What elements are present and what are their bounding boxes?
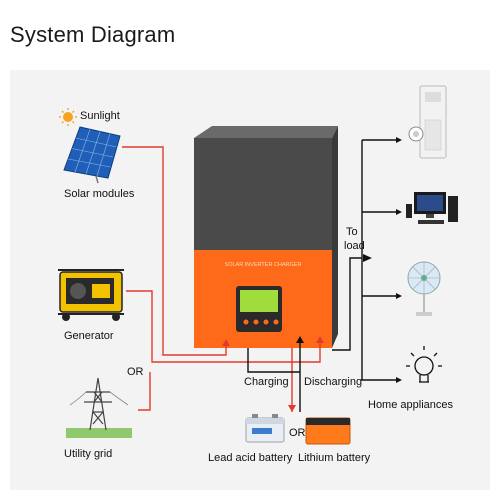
generator-label: Generator bbox=[64, 330, 114, 342]
utility-pylon-icon bbox=[66, 377, 132, 438]
sunlight-label: Sunlight bbox=[80, 110, 120, 122]
solar-modules-label: Solar modules bbox=[64, 188, 135, 200]
lead-acid-battery-label: Lead acid battery bbox=[208, 452, 293, 464]
lead-acid-battery-icon bbox=[245, 414, 285, 443]
home-appliances-label: Home appliances bbox=[368, 399, 453, 411]
utility-grid-label: Utility grid bbox=[64, 448, 113, 460]
ac-input-arrow bbox=[316, 336, 324, 343]
lithium-battery-label: Lithium battery bbox=[298, 452, 371, 464]
dc-wiring bbox=[247, 139, 400, 412]
charging-label: Charging bbox=[244, 376, 289, 388]
light-bulb-icon bbox=[406, 346, 442, 383]
sun-icon bbox=[59, 108, 77, 126]
fan-icon bbox=[407, 261, 441, 316]
lithium-battery-icon bbox=[305, 417, 351, 445]
source-or-label: OR bbox=[127, 366, 144, 378]
inverter-brand-label: SOLAR INVERTER CHARGER bbox=[225, 262, 302, 268]
page-title: System Diagram bbox=[10, 22, 176, 47]
computer-icon bbox=[406, 192, 458, 224]
inverter-unit: SOLAR INVERTER CHARGER bbox=[194, 126, 338, 348]
charging-arrow bbox=[288, 405, 296, 412]
air-conditioner-icon bbox=[408, 85, 447, 159]
battery-or-label: OR bbox=[289, 427, 306, 439]
discharging-arrow bbox=[296, 336, 304, 343]
ac-wiring bbox=[122, 146, 321, 412]
to-load-label-line1: To bbox=[346, 226, 358, 238]
to-load-arrow bbox=[363, 254, 372, 262]
to-load-label-line2: load bbox=[344, 240, 365, 252]
generator-icon bbox=[58, 269, 124, 321]
solar-panel-icon bbox=[63, 126, 121, 184]
pv-input-arrow bbox=[222, 339, 230, 346]
discharging-label: Discharging bbox=[304, 376, 363, 388]
load-branch-arrows bbox=[396, 137, 402, 383]
